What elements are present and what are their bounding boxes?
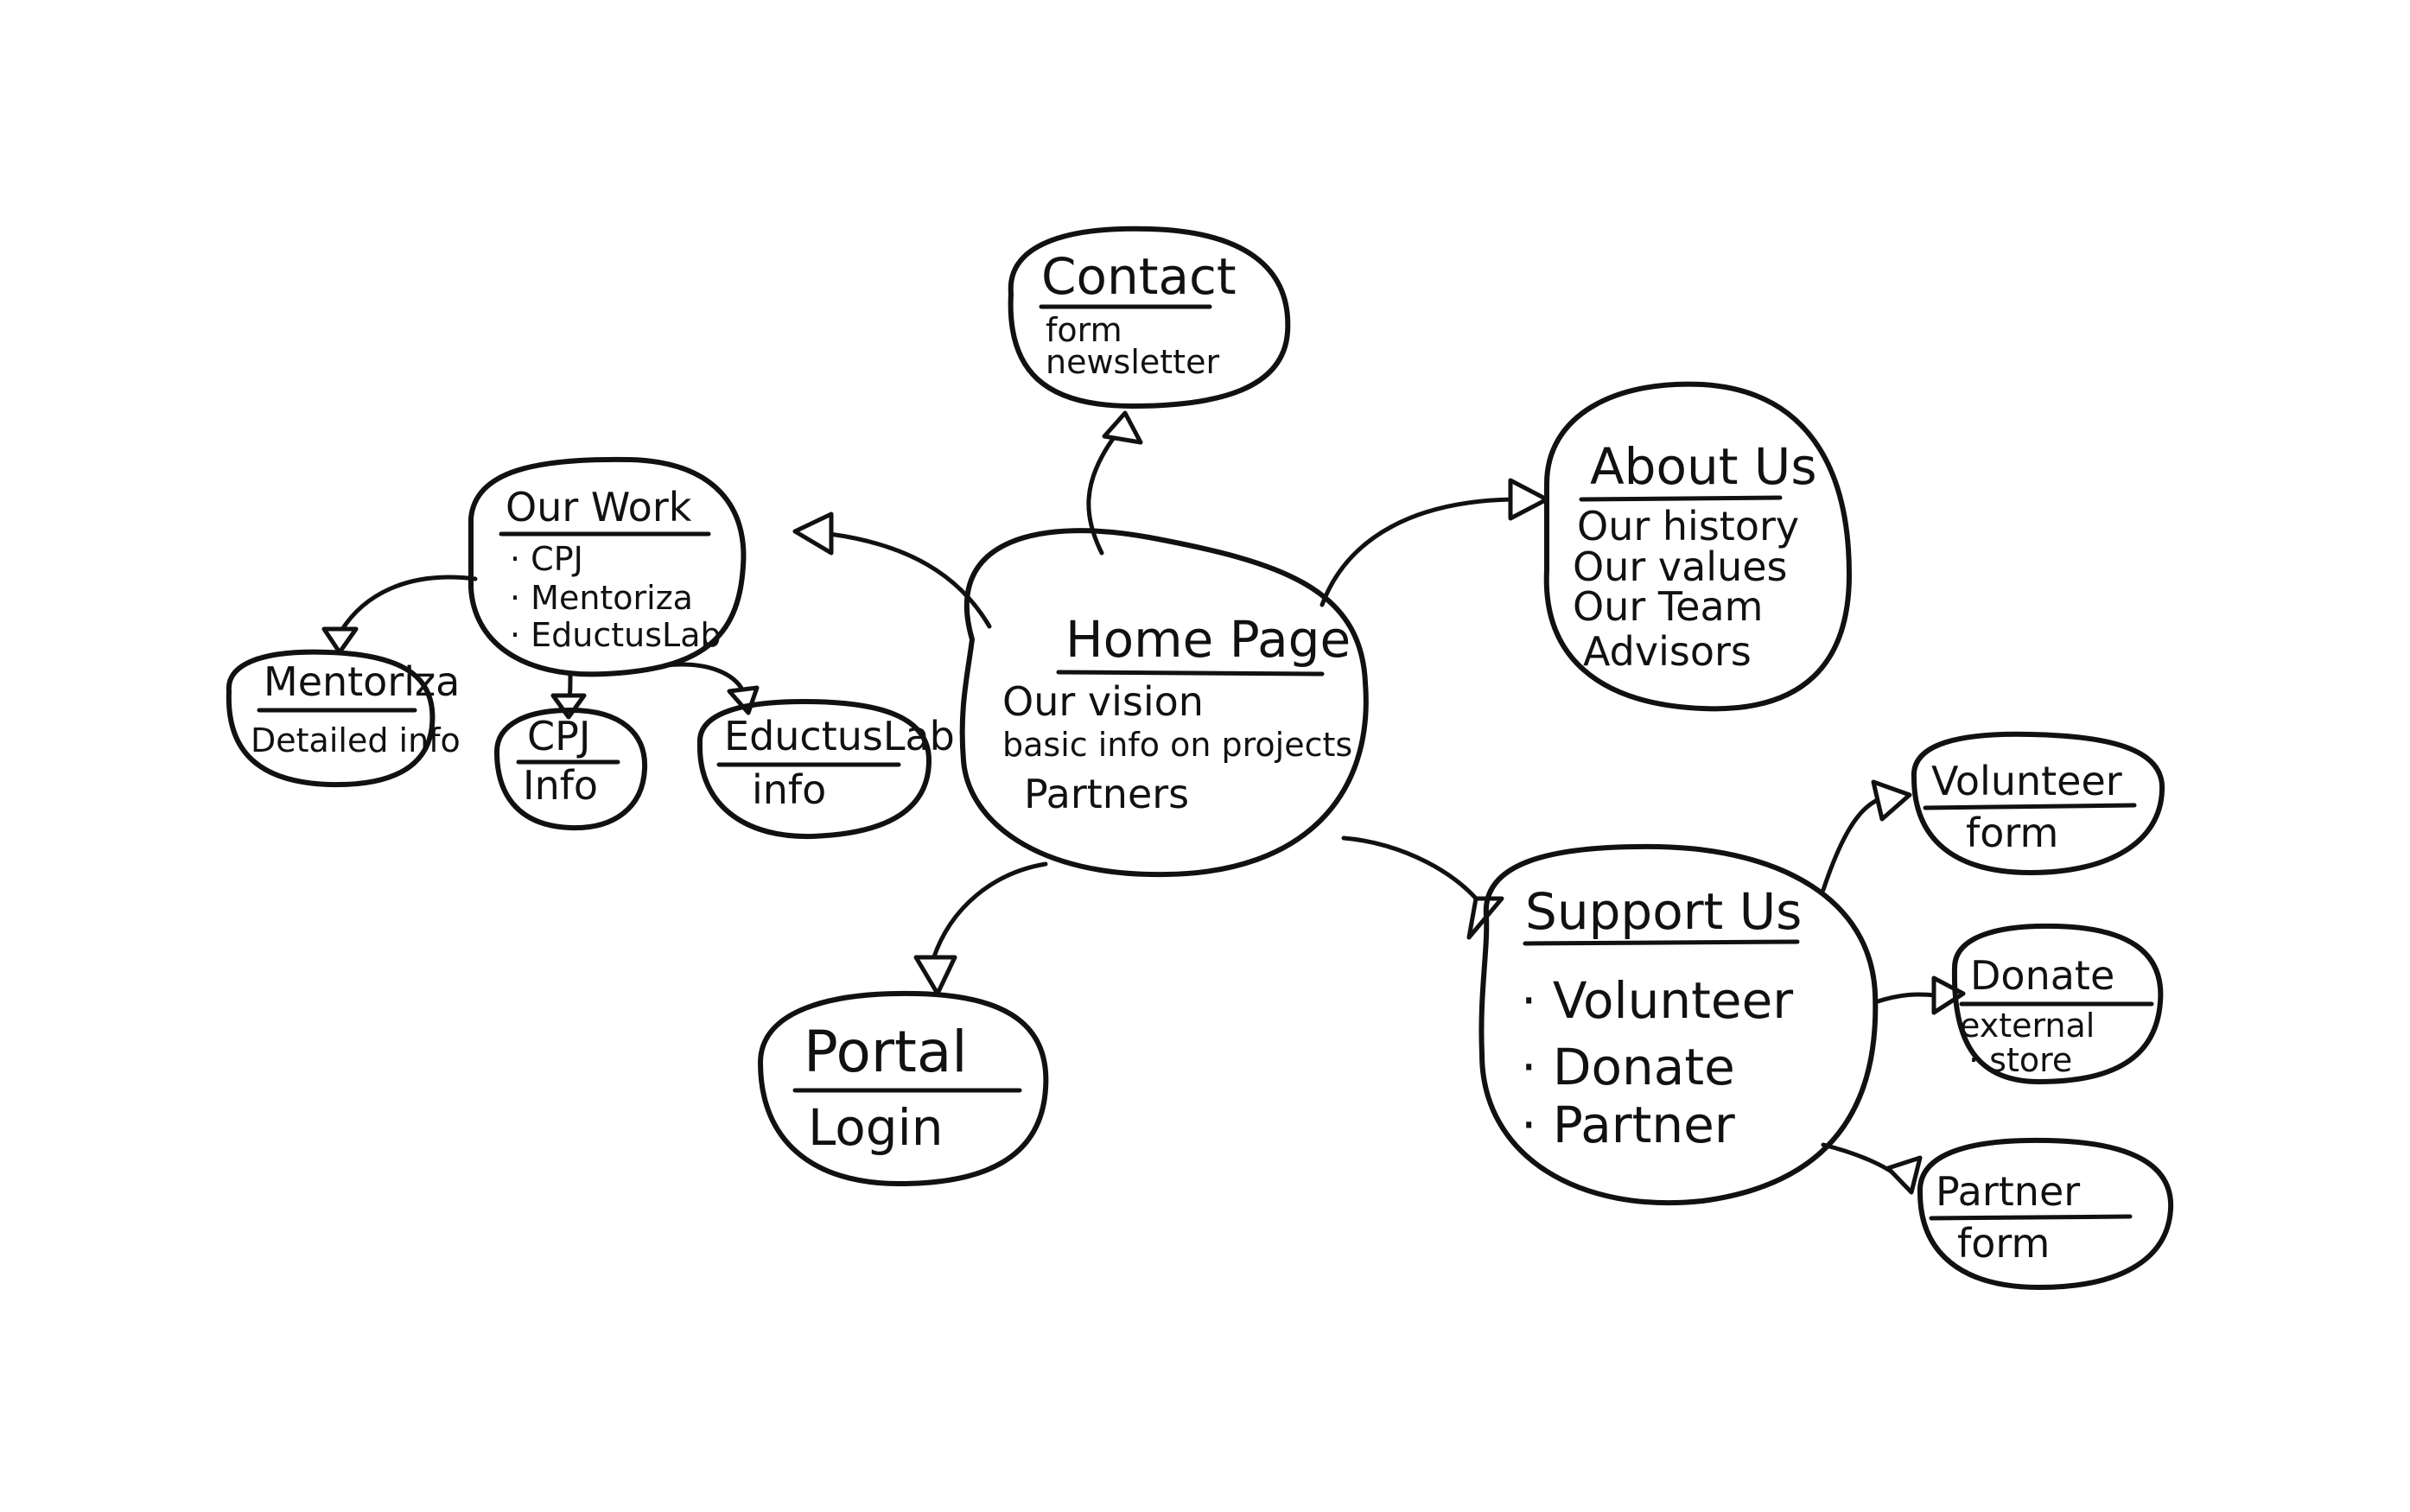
- home-line-1: Our vision: [1002, 678, 1204, 725]
- edge-ourwork-mentoriza: [339, 575, 478, 633]
- contact-bubble: [1008, 226, 1291, 409]
- support-title-underline: [1523, 939, 1800, 946]
- arrowhead-donate: [1931, 975, 1966, 1015]
- node-our-work: Our Work · CPJ · Mentoriza · EductusLab: [468, 456, 747, 677]
- eductuslab-line-1: info: [752, 766, 826, 813]
- ourwork-title: Our Work: [506, 484, 692, 530]
- donate-bubble: [1951, 923, 2164, 1084]
- contact-line-2: newsletter: [1046, 343, 1219, 381]
- arrowhead-portal: [913, 955, 957, 996]
- about-line-3: Our Team: [1573, 583, 1763, 630]
- arrowhead-partner: [1885, 1155, 1923, 1195]
- home-line-2: basic info on projects: [1002, 726, 1352, 764]
- arrowhead-volunteer: [1871, 779, 1912, 822]
- node-cpj: CPJ Info: [494, 708, 648, 831]
- node-about: About Us Our history Our values Our Team…: [1543, 381, 1852, 712]
- portal-bubble: [758, 990, 1049, 1186]
- edge-home-support: [1341, 835, 1489, 914]
- partner-bubble: [1917, 1137, 2174, 1290]
- donate-title: Donate: [1970, 952, 2114, 999]
- portal-title: Portal: [804, 1019, 968, 1085]
- mentoriza-title: Mentoriza: [264, 658, 460, 705]
- volunteer-bubble: [1911, 731, 2165, 875]
- donate-line-1: external: [1960, 1007, 2095, 1045]
- support-bubble: [1478, 843, 1879, 1206]
- about-line-4: Advisors: [1583, 628, 1752, 675]
- cpj-bubble: [494, 708, 648, 831]
- node-portal: Portal Login: [758, 990, 1049, 1186]
- ourwork-line-3: · EductusLab: [510, 616, 722, 654]
- arrowhead-about: [1508, 478, 1549, 521]
- contact-title: Contact: [1041, 247, 1237, 306]
- mentoriza-line-1: Detailed info: [251, 721, 461, 759]
- edge-home-about: [1319, 497, 1515, 607]
- mentoriza-bubble: [226, 649, 436, 788]
- node-eductuslab: EductusLab info: [696, 699, 955, 840]
- partner-title-underline: [1929, 1214, 2133, 1221]
- node-donate: Donate external · store: [1951, 923, 2164, 1084]
- about-bubble: [1543, 381, 1852, 712]
- about-title-underline: [1579, 495, 1783, 502]
- home-title-underline: [1056, 670, 1325, 677]
- ourwork-line-1: · CPJ: [510, 540, 583, 578]
- node-mentoriza: Mentoriza Detailed info: [226, 649, 461, 788]
- arrowhead-contact: [1102, 410, 1143, 445]
- portal-line-1: Login: [808, 1098, 943, 1157]
- edge-home-ourwork: [827, 531, 992, 629]
- volunteer-line-1: form: [1966, 810, 2058, 856]
- volunteer-title: Volunteer: [1931, 758, 2122, 804]
- support-line-2: · Donate: [1521, 1038, 1735, 1096]
- node-partner: Partner form: [1917, 1137, 2174, 1290]
- eductuslab-bubble: [696, 699, 932, 840]
- eductuslab-title: EductusLab: [724, 713, 955, 759]
- about-line-1: Our history: [1577, 503, 1799, 550]
- support-title: Support Us: [1525, 882, 1802, 941]
- support-line-3: · Partner: [1521, 1096, 1735, 1154]
- about-title: About Us: [1590, 437, 1817, 496]
- partner-line-1: form: [1957, 1220, 2050, 1267]
- ourwork-bubble: [468, 456, 747, 677]
- contact-line-1: form: [1046, 311, 1122, 349]
- arrowhead-ourwork: [792, 511, 834, 556]
- edges: [321, 410, 1966, 1195]
- home-line-3: Partners: [1024, 771, 1189, 817]
- home-title: Home Page: [1065, 610, 1351, 669]
- edge-support-volunteer: [1821, 797, 1882, 893]
- edge-home-contact: [1086, 434, 1117, 556]
- volunteer-title-underline: [1923, 803, 2137, 810]
- edge-support-donate: [1873, 992, 1938, 1005]
- edge-home-portal: [931, 861, 1048, 962]
- arrowhead-mentoriza: [321, 626, 359, 655]
- cpj-title: CPJ: [527, 713, 590, 759]
- arrowhead-cpj: [550, 693, 587, 720]
- node-volunteer: Volunteer form: [1911, 731, 2165, 875]
- ourwork-line-2: · Mentoriza: [510, 579, 693, 617]
- edge-ourwork-eductuslab: [663, 662, 746, 694]
- partner-title: Partner: [1936, 1168, 2080, 1215]
- about-line-2: Our values: [1573, 543, 1788, 590]
- donate-line-2: · store: [1968, 1041, 2072, 1079]
- node-contact: Contact form newsletter: [1008, 226, 1291, 409]
- node-home: Home Page Our vision basic info on proje…: [959, 528, 1369, 878]
- edge-support-partner: [1821, 1142, 1904, 1182]
- cpj-line-1: Info: [523, 762, 598, 809]
- support-line-1: · Volunteer: [1521, 971, 1793, 1030]
- node-support: Support Us · Volunteer · Donate · Partne…: [1478, 843, 1879, 1206]
- home-bubble: [959, 528, 1369, 878]
